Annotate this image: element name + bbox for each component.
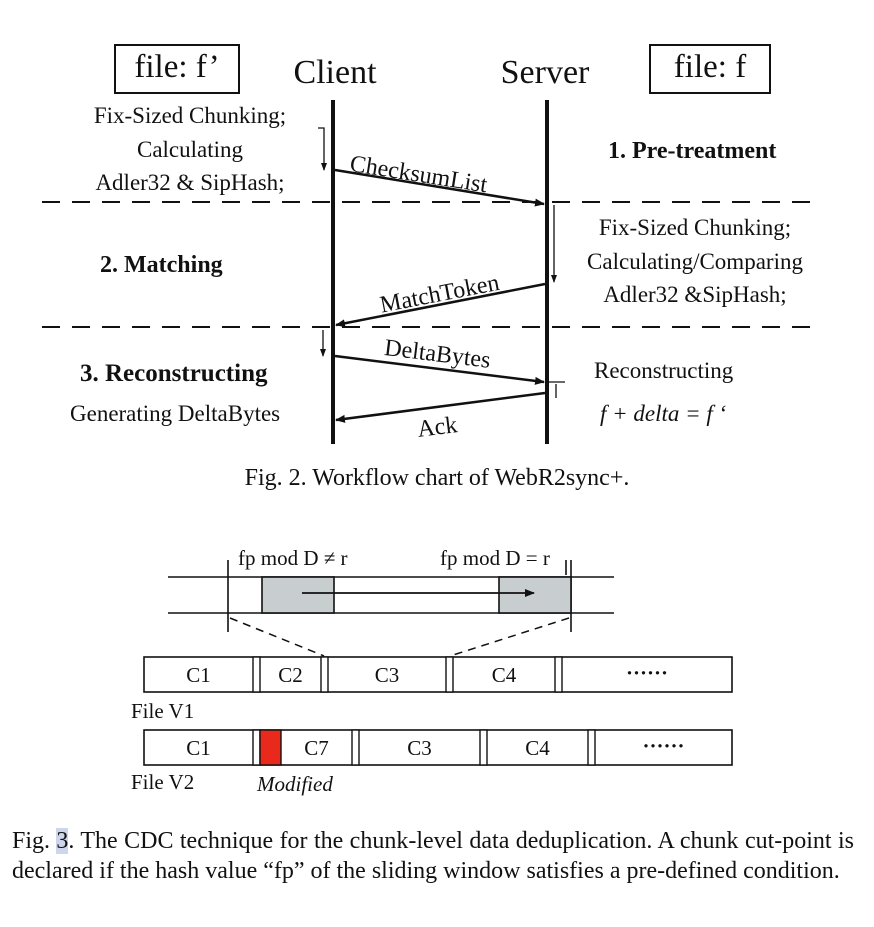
v2-sep-2 [351, 729, 360, 766]
file-right-label: file: f [673, 49, 747, 85]
left-generating-label: Generating DeltaBytes [70, 401, 281, 426]
left-note-line3: Adler32 & SipHash; [95, 170, 285, 195]
projection-right [449, 617, 570, 657]
v2-chunk-more: ······ [642, 734, 685, 758]
right-note-line1: Fix-Sized Chunking; [598, 215, 792, 240]
v2-sep-1 [252, 729, 261, 766]
v1-sep-2 [320, 656, 329, 693]
v1-sep-4 [554, 656, 563, 693]
v2-chunk-3: C3 [407, 736, 432, 760]
v2-sep-3 [479, 729, 488, 766]
fig3-caption: Fig. 3. The CDC technique for the chunk-… [12, 826, 854, 886]
file-left-label: file: f’ [134, 49, 220, 85]
file-v1-label: File V1 [131, 699, 195, 723]
fig2-caption: Fig. 2. Workflow chart of WebR2sync+. [244, 465, 630, 491]
client-processing-bracket [318, 127, 327, 171]
phase1-label: 1. Pre-treatment [608, 138, 777, 164]
v2-sep-4 [587, 729, 596, 766]
v2-chunk-2: C7 [304, 736, 329, 760]
v1-chunk-4: C4 [491, 663, 517, 687]
v1-chunk-3: C3 [374, 663, 400, 687]
file-v1-bar [143, 656, 733, 693]
ack-arrow [335, 391, 546, 423]
server-recon-bracket [548, 381, 565, 398]
v1-chunk-more: ······ [625, 661, 669, 685]
fig3-caption-text: . The CDC technique for the chunk-level … [12, 828, 854, 884]
v1-chunk-2: C2 [278, 663, 303, 687]
window-neq [261, 576, 335, 614]
fig3-caption-number: 3 [56, 828, 69, 854]
left-note-line2: Calculating [136, 137, 244, 162]
cond-eq-label: fp mod D = r [440, 546, 550, 570]
v2-modified-block [259, 729, 282, 766]
cond-neq-label: fp mod D ≠ r [238, 546, 348, 570]
matchtoken-arrow [335, 282, 546, 328]
right-note-line3: Adler32 &SipHash; [603, 282, 787, 307]
right-reconstructing-label: Reconstructing [594, 358, 734, 383]
phase3-label: 3. Reconstructing [80, 360, 268, 387]
client-header: Client [293, 54, 377, 91]
v1-chunk-1: C1 [186, 663, 211, 687]
fig3-caption-prefix: Fig. [12, 828, 57, 854]
v2-chunk-1: C1 [186, 736, 211, 760]
v1-sep-1 [252, 656, 261, 693]
right-formula-label: f + delta = f ‘ [600, 401, 727, 426]
window-eq [498, 576, 572, 614]
file-left-box [114, 44, 240, 94]
file-v2-label: File V2 [131, 770, 195, 794]
v1-sep-3 [445, 656, 454, 693]
right-note-line2: Calculating/Comparing [587, 249, 803, 274]
deltabytes-arrow [334, 354, 545, 385]
file-v2-bar [143, 729, 733, 766]
v2-chunk-4: C4 [525, 736, 550, 760]
checksumlist-arrow [334, 168, 545, 207]
server-header: Server [500, 54, 590, 91]
projection-left [229, 617, 325, 657]
left-note-line1: Fix-Sized Chunking; [93, 103, 287, 128]
file-right-box [649, 44, 771, 94]
modified-label: Modified [257, 772, 333, 796]
phase2-label: 2. Matching [100, 252, 223, 278]
